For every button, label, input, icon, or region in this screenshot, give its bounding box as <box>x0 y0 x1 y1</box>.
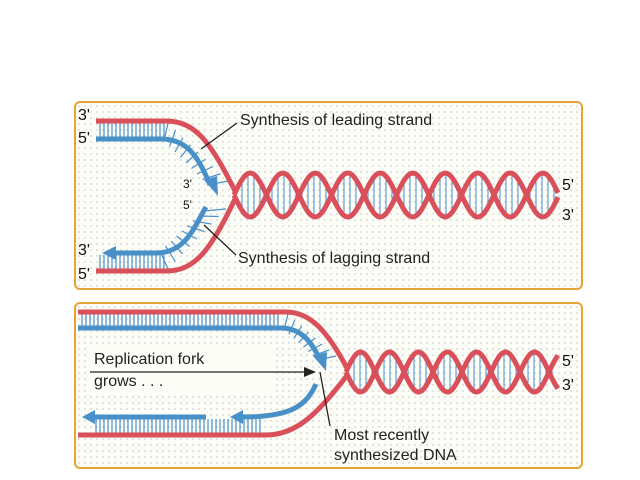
recent-dna-callout-line <box>319 371 331 427</box>
leading-strand-arrowhead <box>313 352 327 371</box>
fork-label-line2: grows . . . <box>94 373 163 390</box>
lagging-fragment-arrowhead <box>230 410 243 424</box>
helix-strand-b <box>343 349 561 395</box>
label-3prime-top: 3' <box>78 107 90 124</box>
parent-strand-lower <box>78 372 350 438</box>
replication-fork-diagram-bottom: 5' 3' Replication fork grows . . . Most … <box>78 309 574 464</box>
fork-growth-panel: 5' 3' Replication fork grows . . . Most … <box>74 302 583 469</box>
lagging-strand-arrowhead <box>102 246 116 260</box>
leading-strand-arrowhead <box>204 176 218 196</box>
fork-growth-arrowhead <box>304 367 316 377</box>
leading-callout-line <box>200 122 238 150</box>
parent-strand-upper <box>96 118 239 195</box>
helix-strand-b <box>231 170 561 220</box>
label-3prime-bottom: 3' <box>78 242 90 259</box>
base-pair-rung <box>203 208 227 212</box>
helix-strand-a <box>343 349 561 395</box>
label-5prime-top: 5' <box>78 130 90 147</box>
leading-lagging-panel: 3' 5' 3' 5' 3' 5' 5' 3' Synthesis of lea… <box>74 101 583 290</box>
label-3prime-fork: 3' <box>183 177 192 191</box>
lagging-strand-label: Synthesis of lagging strand <box>238 250 430 267</box>
recent-dna-label-line1: Most recently <box>334 427 429 444</box>
leading-strand <box>96 136 213 186</box>
lagging-strand <box>114 205 209 256</box>
base-pair-rungs <box>81 313 337 433</box>
label-3prime-right: 3' <box>562 207 574 224</box>
recent-dna-label-line2: synthesized DNA <box>334 447 457 464</box>
leading-strand-label: Synthesis of leading strand <box>240 112 432 129</box>
helix-base-pairs <box>235 173 555 217</box>
parent-strand-upper <box>78 309 351 372</box>
lagging-okazaki-fragment-new <box>241 382 319 420</box>
lagging-callout-line <box>203 224 237 256</box>
base-pair-rung <box>164 245 176 262</box>
label-5prime-bottom: 5' <box>78 266 90 283</box>
parent-strand-lower <box>96 195 239 274</box>
leading-strand <box>78 325 323 362</box>
fork-label-backdrop <box>90 346 272 394</box>
label-3prime-right: 3' <box>562 377 574 394</box>
label-5prime-fork: 5' <box>183 198 192 212</box>
label-5prime-right: 5' <box>562 177 574 194</box>
label-5prime-right: 5' <box>562 353 574 370</box>
lagging-old-fragment-arrowhead <box>82 410 95 424</box>
fork-label-line1: Replication fork <box>94 351 205 368</box>
replication-fork-diagram-top: 3' 5' 3' 5' 3' 5' 5' 3' Synthesis of lea… <box>78 107 574 283</box>
base-pair-rungs <box>99 122 229 270</box>
